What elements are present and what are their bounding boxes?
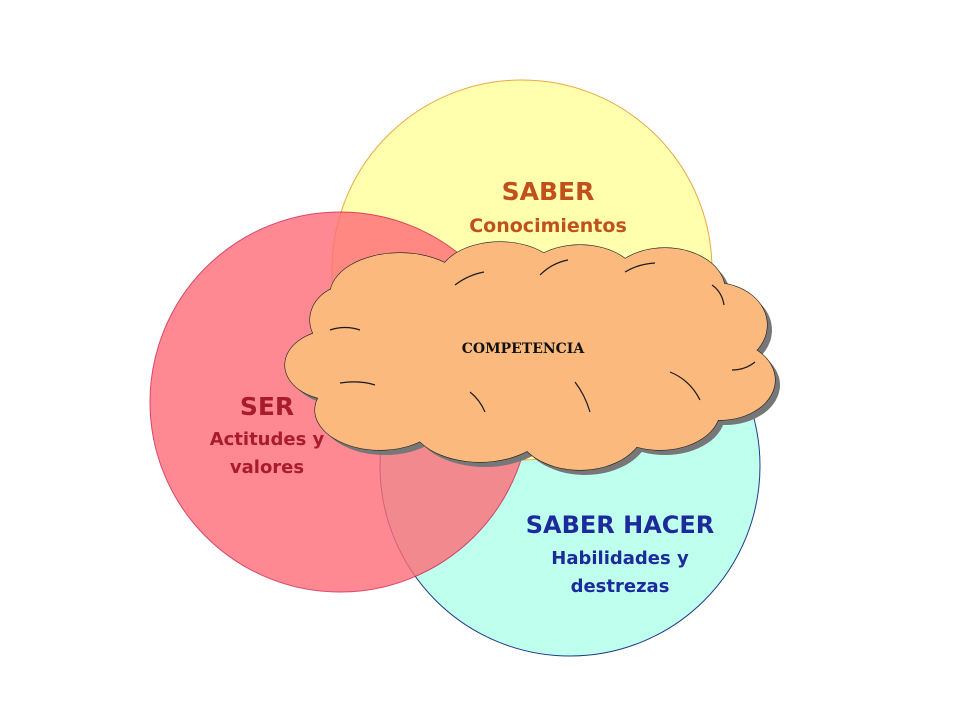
saber-hacer-line1: Habilidades y [551, 548, 689, 569]
ser-line1: Actitudes y [210, 429, 325, 450]
saber-subtitle: Conocimientos [469, 215, 627, 237]
ser-title: SER [240, 392, 294, 421]
competencia-label: COMPETENCIA [462, 341, 586, 357]
saber-hacer-title: SABER HACER [526, 511, 715, 539]
ser-line2: valores [230, 457, 304, 478]
saber-hacer-line2: destrezas [571, 576, 670, 597]
saber-title: SABER [502, 177, 595, 206]
cloud-lobe-lines [329, 259, 756, 413]
